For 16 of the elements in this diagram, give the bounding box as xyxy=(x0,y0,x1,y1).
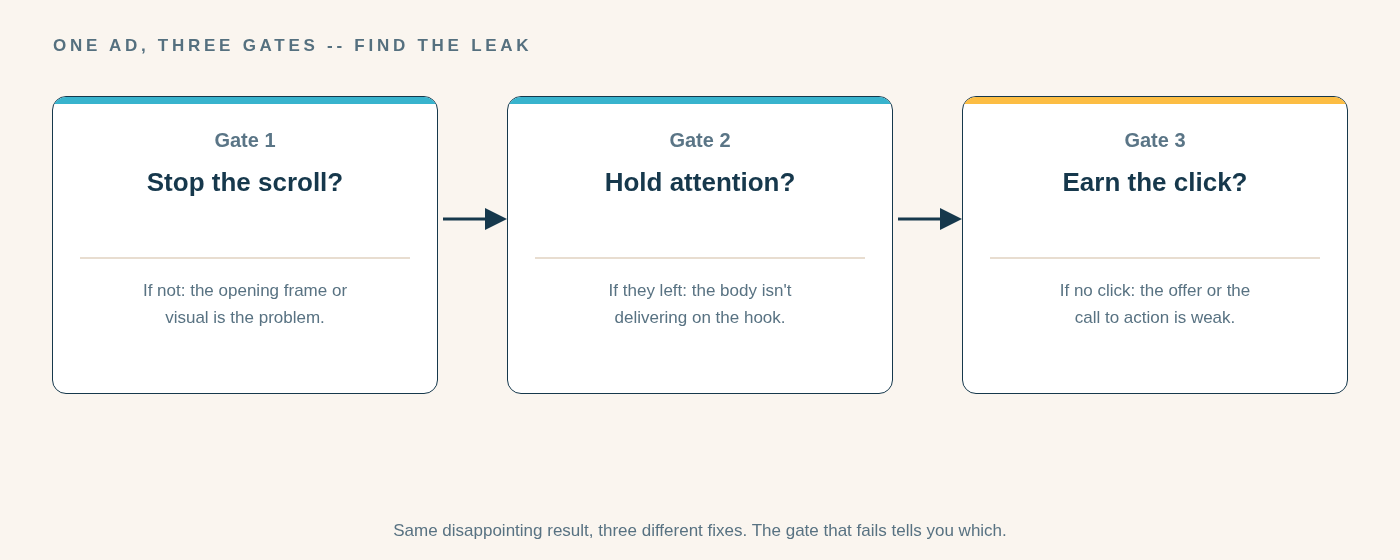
diagram-title: ONE AD, THREE GATES -- FIND THE LEAK xyxy=(53,35,533,57)
gate-card xyxy=(52,96,438,394)
caption: Same disappointing result, three different fixes. The gate that fails tells you which. xyxy=(393,520,1007,542)
gate-label: Gate 3 xyxy=(1124,128,1186,152)
gate-card xyxy=(962,96,1348,394)
gate-question: Earn the click? xyxy=(1062,166,1248,198)
gate-label: Gate 1 xyxy=(214,128,276,152)
arrow xyxy=(443,208,507,230)
gate-label: Gate 2 xyxy=(669,128,731,152)
gate-question: Hold attention? xyxy=(604,166,796,198)
gate-question: Stop the scroll? xyxy=(146,166,344,198)
gate-note: If not: the opening frame or visual is the problem. xyxy=(141,280,349,329)
arrow xyxy=(898,208,962,230)
gate-note: If they left: the body isn't delivering on the hook. xyxy=(607,280,793,329)
gate-note: If no click: the offer or the call to action is weak. xyxy=(1058,280,1252,329)
gate-card xyxy=(507,96,893,394)
